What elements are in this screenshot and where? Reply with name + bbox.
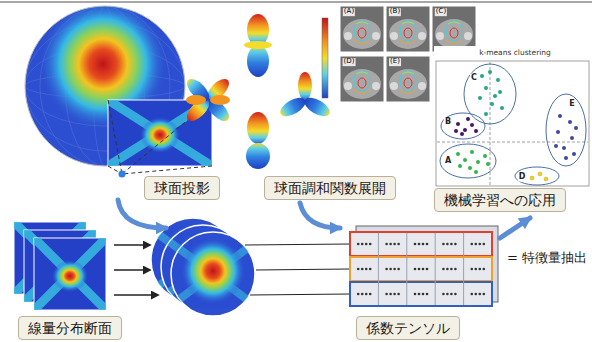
step-label: 線量分布断面 (18, 316, 122, 340)
top-rule (0, 1, 592, 3)
cluster-label: E (568, 100, 575, 109)
image-panel-label: (E) (389, 58, 401, 66)
spherical-harmonics (183, 14, 332, 169)
cluster-label: D (518, 173, 527, 182)
scatter-plot (434, 46, 592, 187)
step-label: 球面調和関数展開 (264, 176, 396, 200)
image-panel-label: (A) (343, 8, 355, 16)
step-label: 係数テンソル (356, 316, 460, 340)
dose-slices (14, 222, 106, 310)
row-leaders (245, 244, 350, 295)
step-label-text: 球面投影 (154, 179, 210, 197)
projected-discs (151, 218, 255, 316)
cluster-label: A (444, 157, 452, 166)
step-label-text: 係数テンソル (366, 319, 450, 337)
image-panel-label: (D) (343, 58, 356, 66)
step-label-text: 機械学習への応用 (444, 191, 556, 209)
plot-title: k-means clustering (478, 49, 552, 57)
step-label: 機械学習への応用 (434, 188, 566, 212)
feature-note: = 特徴量抽出 (506, 251, 588, 265)
coefficient-tensor (350, 226, 498, 306)
cluster-label: B (444, 118, 452, 127)
cluster-label: C (470, 74, 478, 83)
image-panel-label: (C) (435, 8, 447, 16)
image-panel-label: (B) (389, 8, 401, 16)
step-label: 球面投影 (144, 176, 220, 200)
sphere-projection (25, 0, 212, 178)
step-label-text: 線量分布断面 (28, 319, 112, 337)
step-label-text: 球面調和関数展開 (274, 179, 386, 197)
